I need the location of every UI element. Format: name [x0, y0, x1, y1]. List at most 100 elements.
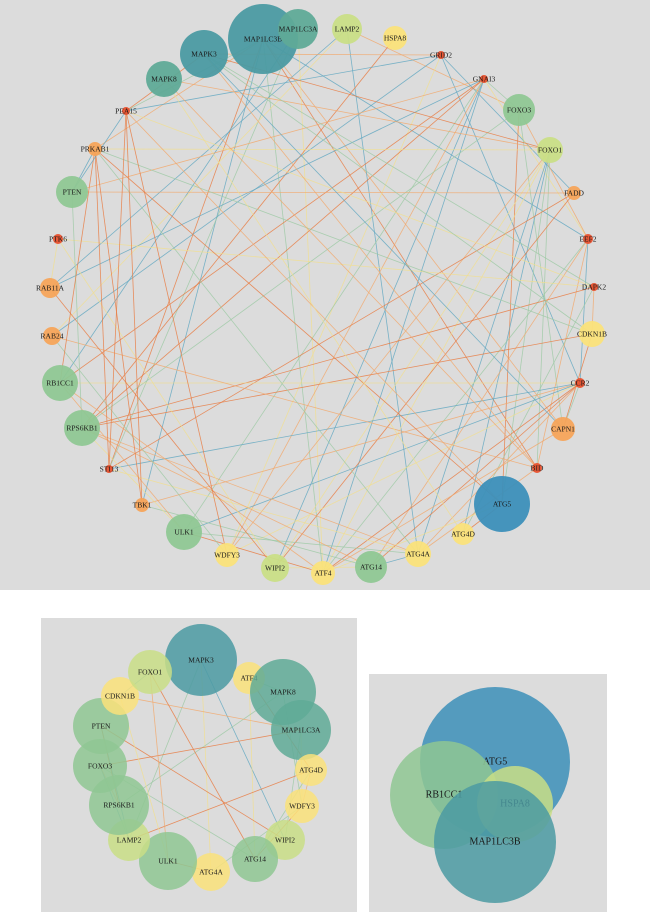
node-capn1[interactable]: CAPN1: [551, 417, 575, 441]
node-label: STI13: [100, 465, 119, 474]
network-edge: [536, 149, 551, 469]
node-circle: [575, 378, 585, 388]
node-pea15[interactable]: PEA15: [115, 107, 137, 116]
node-label: LAMP2: [335, 25, 360, 34]
network-edge: [370, 238, 589, 568]
node-map1lc3a[interactable]: MAP1LC3A: [278, 9, 318, 49]
network-edge: [59, 382, 324, 574]
network-edge: [370, 382, 581, 568]
node-atg14[interactable]: ATG14: [232, 836, 278, 882]
node-foxo3[interactable]: FOXO3: [73, 739, 127, 793]
node-atg5[interactable]: ATG5: [474, 476, 530, 532]
node-wipi2[interactable]: WIPI2: [261, 554, 289, 582]
node-lamp2[interactable]: LAMP2: [332, 14, 362, 44]
network-edge: [274, 149, 551, 569]
node-label: MAPK3: [188, 656, 214, 665]
node-label: FOXO1: [138, 668, 162, 677]
node-foxo1[interactable]: FOXO1: [128, 650, 172, 694]
node-ulk1[interactable]: ULK1: [166, 514, 202, 550]
node-atg4a[interactable]: ATG4A: [405, 541, 431, 567]
node-atg4d[interactable]: ATG4D: [451, 523, 475, 545]
node-circle: [551, 417, 575, 441]
node-gnai3[interactable]: GNAI3: [473, 75, 496, 84]
node-fadd[interactable]: FADD: [564, 186, 585, 200]
node-foxo1[interactable]: FOXO1: [537, 137, 563, 163]
node-rab11a[interactable]: RAB11A: [36, 278, 65, 298]
network-edge: [81, 37, 396, 429]
node-circle: [537, 137, 563, 163]
node-atg4a[interactable]: ATG4A: [192, 853, 230, 891]
node-circle: [122, 107, 130, 115]
node-prkab1[interactable]: PRKAB1: [81, 142, 110, 156]
network-edge: [183, 531, 324, 574]
node-atg14[interactable]: ATG14: [355, 551, 387, 583]
network-edge: [262, 38, 324, 574]
network-edge: [141, 38, 264, 506]
node-grid2[interactable]: GRID2: [430, 51, 452, 60]
network-edge: [94, 148, 503, 505]
node-ccr2[interactable]: CCR2: [571, 378, 590, 388]
network-edge: [183, 382, 581, 533]
node-circle: [56, 176, 88, 208]
node-label: ATG5: [483, 757, 507, 768]
node-label: ATF4: [240, 674, 257, 683]
node-ulk1[interactable]: ULK1: [139, 832, 197, 890]
node-hspa8[interactable]: HSPA8: [383, 26, 407, 50]
node-sti13[interactable]: STI13: [100, 465, 119, 474]
node-bid[interactable]: BID: [531, 463, 545, 473]
node-circle: [503, 94, 535, 126]
network-edge: [94, 148, 419, 555]
network-edge: [108, 110, 127, 470]
node-label: PTEN: [92, 722, 111, 731]
network-edge: [59, 78, 485, 384]
node-label: LAMP2: [117, 836, 142, 845]
node-circle: [105, 465, 113, 473]
node-label: MAP1LC3A: [279, 25, 318, 34]
network-edge: [440, 54, 575, 194]
node-tbk1[interactable]: TBK1: [133, 498, 152, 512]
node-label: PRKAB1: [81, 145, 110, 154]
network-edge: [94, 148, 143, 506]
node-eef2[interactable]: EEF2: [579, 234, 597, 244]
node-mapk8[interactable]: MAPK8: [146, 61, 182, 97]
node-atg4d[interactable]: ATG4D: [295, 754, 327, 786]
network-edge: [108, 192, 575, 470]
network-edge: [483, 78, 589, 240]
node-label: MAP1LC3B: [244, 35, 282, 44]
node-label: CDKN1B: [105, 692, 135, 701]
node-label: RPS6KB1: [103, 801, 135, 810]
node-label: DAPK2: [582, 283, 606, 292]
node-dapk2[interactable]: DAPK2: [582, 283, 606, 292]
node-label: RB1CC1: [46, 379, 74, 388]
network-edge: [57, 238, 276, 569]
node-wdfy3[interactable]: WDFY3: [285, 789, 319, 823]
node-circle: [567, 186, 581, 200]
node-ptk6[interactable]: PTK6: [49, 234, 67, 244]
node-label: PEA15: [115, 107, 137, 116]
node-map1lc3b[interactable]: MAP1LC3B: [434, 781, 556, 903]
node-circle: [480, 75, 488, 83]
node-rb1cc1[interactable]: RB1CC1: [42, 365, 78, 401]
node-circle: [590, 283, 598, 291]
node-cdkn1b[interactable]: CDKN1B: [577, 321, 607, 347]
node-mapk3[interactable]: MAPK3: [180, 30, 228, 78]
network-edge: [226, 149, 551, 556]
node-map1lc3a[interactable]: MAP1LC3A: [271, 700, 331, 760]
node-circle: [88, 142, 102, 156]
node-circle: [434, 781, 556, 903]
node-pten[interactable]: PTEN: [56, 176, 88, 208]
network-edge: [94, 148, 551, 151]
node-rab24[interactable]: RAB24: [41, 327, 64, 345]
node-atf4[interactable]: ATF4: [311, 561, 335, 585]
node-foxo3[interactable]: FOXO3: [503, 94, 535, 126]
network-edge: [149, 671, 169, 862]
node-rps6kb1[interactable]: RPS6KB1: [64, 410, 100, 446]
node-wdfy3[interactable]: WDFY3: [214, 543, 240, 567]
network-edge: [262, 38, 538, 469]
node-cdkn1b[interactable]: CDKN1B: [101, 677, 139, 715]
node-label: FOXO3: [507, 106, 531, 115]
node-mapk3[interactable]: MAPK3: [165, 624, 237, 696]
node-circle: [165, 624, 237, 696]
node-circle: [43, 327, 61, 345]
node-circle: [383, 26, 407, 50]
